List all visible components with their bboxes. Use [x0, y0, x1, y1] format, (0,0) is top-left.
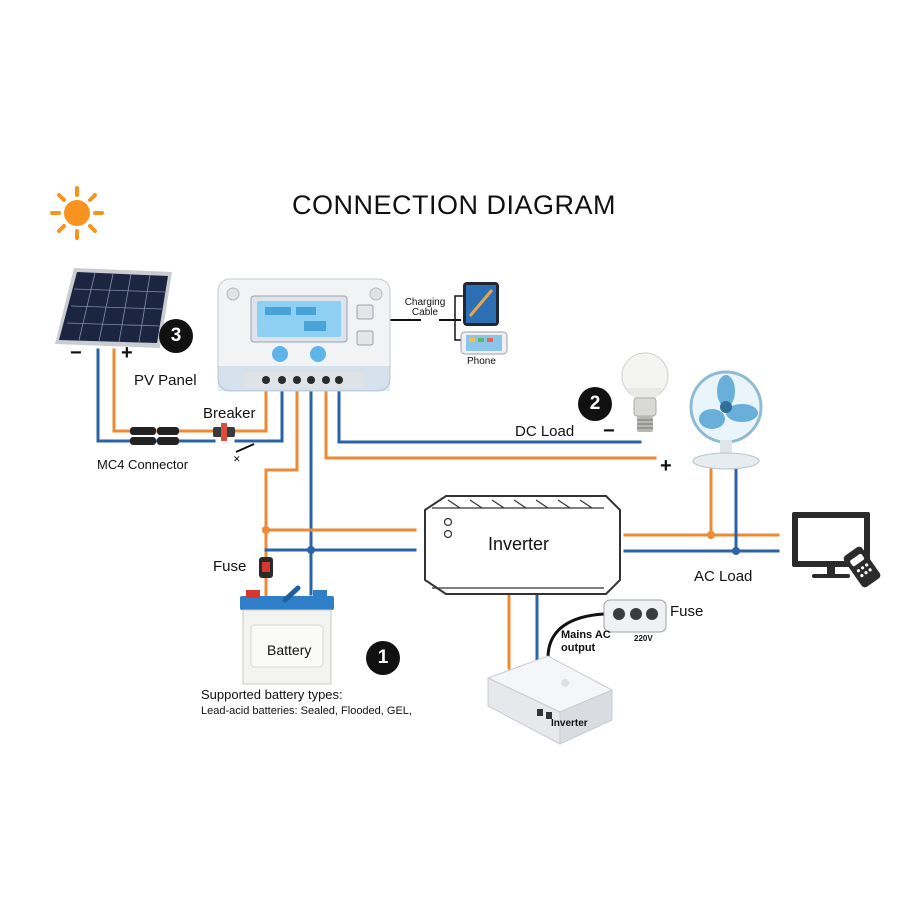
- inverter-icon: [424, 495, 621, 595]
- mc4-connector-icon: [130, 427, 179, 445]
- solar-panel-icon: [55, 268, 172, 348]
- phone-label: Phone: [467, 356, 496, 367]
- small-inverter-label: Inverter: [551, 718, 588, 729]
- dc-load-label: DC Load: [515, 423, 575, 440]
- socket-voltage-label: 220V: [634, 634, 653, 643]
- charging-cable-label: Charging Cable: [404, 297, 446, 318]
- pv-plus-sign: +: [121, 342, 133, 364]
- breaker-to-controller-positive: [234, 390, 268, 433]
- battery-icon: [240, 585, 334, 685]
- pv-positive-wire: [112, 348, 216, 433]
- fan-icon: [689, 370, 763, 470]
- sun-icon: [50, 186, 104, 240]
- mains-ac-cable: [546, 612, 606, 660]
- supported-battery-list: Lead-acid batteries: Sealed, Flooded, GE…: [201, 705, 412, 717]
- phone-icon: [460, 331, 508, 355]
- pv-panel-label: PV Panel: [134, 372, 197, 389]
- supported-battery-title: Supported battery types:: [201, 687, 343, 702]
- inverter-unit-icon: [486, 655, 614, 745]
- controller-battery-positive: [264, 390, 299, 559]
- fuse-icon: [259, 557, 273, 578]
- battery-fuse-label: Fuse: [213, 558, 247, 575]
- dc-load-negative-wire: [337, 390, 642, 444]
- breaker-label: Breaker: [203, 405, 256, 422]
- breaker-to-controller-negative: [234, 390, 284, 443]
- wiring: [96, 295, 780, 670]
- ac-load-label: AC Load: [694, 568, 753, 585]
- tablet-icon: [463, 282, 499, 326]
- mains-ac-output-label: Mains AC output: [561, 629, 611, 654]
- phone-bracket: [454, 295, 463, 341]
- badge-dc-load: 2: [578, 387, 612, 421]
- badge-battery: 1: [366, 641, 400, 675]
- wire-junctions: [262, 526, 740, 555]
- dc-load-positive-wire: [324, 390, 657, 460]
- battery-label: Battery: [267, 642, 312, 658]
- breaker-icon: ✕: [213, 423, 255, 464]
- svg-text:✕: ✕: [233, 454, 241, 464]
- ac-fuse-label: Fuse: [670, 603, 704, 620]
- mc4-connector-label: MC4 Connector: [97, 457, 189, 472]
- light-bulb-icon: [621, 352, 669, 432]
- page-title: CONNECTION DIAGRAM: [292, 190, 617, 220]
- badge-pv: 3: [159, 319, 193, 353]
- inverter-label: Inverter: [488, 534, 550, 554]
- dc-minus-sign: −: [603, 420, 615, 442]
- socket-icon: [603, 599, 667, 633]
- pv-minus-sign: −: [70, 342, 82, 364]
- dc-plus-sign: +: [660, 455, 672, 477]
- remote-control-icon: [843, 546, 881, 588]
- charge-controller-icon: [217, 278, 391, 392]
